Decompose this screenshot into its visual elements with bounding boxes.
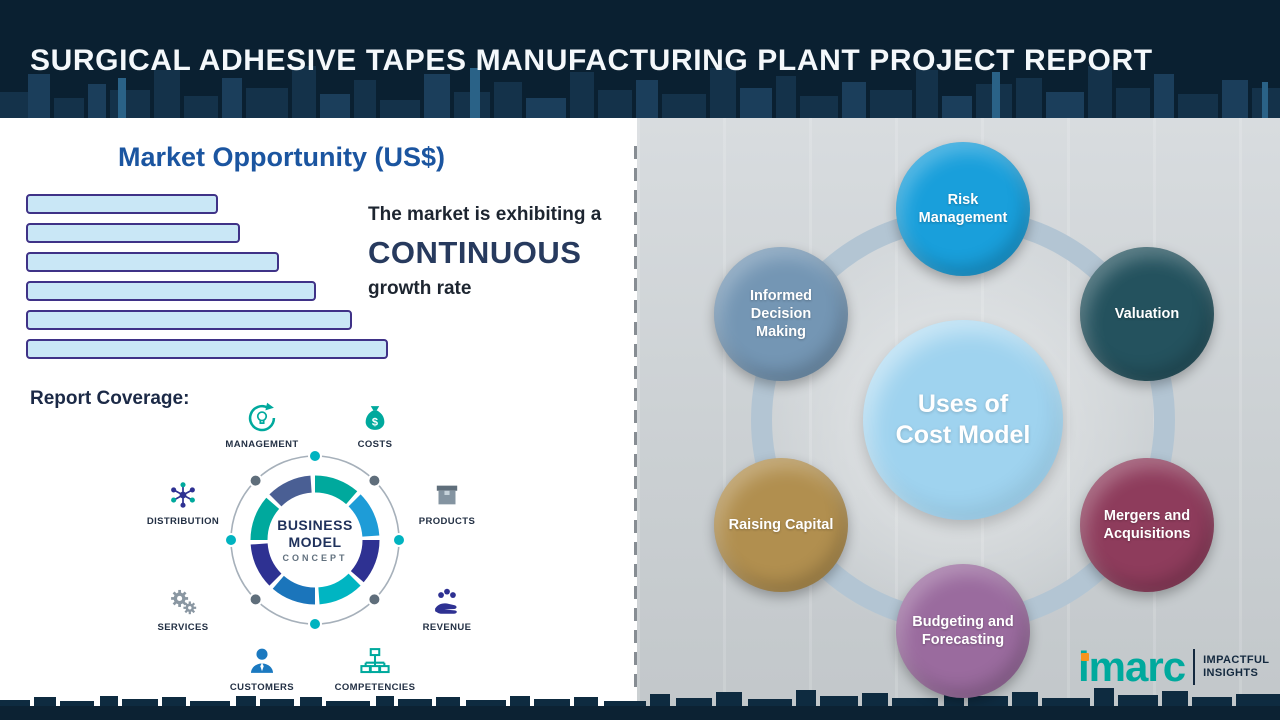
growth-line-3: growth rate <box>368 278 472 299</box>
growth-highlight: CONTINUOUS <box>368 235 582 270</box>
logo-tagline-line-2: INSIGHTS <box>1203 667 1259 679</box>
satellite-budgeting-forecasting: Budgeting and Forecasting <box>896 564 1030 698</box>
network-nodes-icon <box>171 482 195 508</box>
cost-model-center-circle: Uses of Cost Model <box>863 320 1063 520</box>
satellite-label: Mergers and Acquisitions <box>1103 507 1191 542</box>
coverage-item-label: REVENUE <box>422 622 472 633</box>
imarc-brand-wrap: imarc <box>1078 643 1186 690</box>
report-coverage-label: Report Coverage: <box>30 388 190 409</box>
satellite-mergers-acquisitions: Mergers and Acquisitions <box>1080 458 1214 592</box>
satellite-label: Budgeting and Forecasting <box>912 613 1014 648</box>
imarc-logo: imarc IMPACTFUL INSIGHTS <box>1078 646 1269 688</box>
header-band: SURGICAL ADHESIVE TAPES MANUFACTURING PL… <box>0 0 1280 118</box>
market-bar <box>26 223 240 243</box>
growth-text-block: The market is exhibiting a CONTINUOUS gr… <box>368 204 630 300</box>
coverage-item-customers: CUSTOMERS <box>217 644 307 693</box>
growth-line-1: The market is exhibiting a <box>368 204 602 225</box>
market-bar <box>26 310 352 330</box>
market-bar <box>26 281 316 301</box>
package-box-icon <box>436 485 458 505</box>
coverage-item-label: COMPETENCIES <box>334 682 416 693</box>
business-model-ring <box>224 449 406 631</box>
business-model-center-text: BUSINESS MODEL CONCEPT <box>225 450 405 630</box>
satellite-label: Informed Decision Making <box>749 287 813 341</box>
market-bar-chart <box>26 194 388 359</box>
coverage-item-competencies: COMPETENCIES <box>330 644 420 693</box>
page-title: SURGICAL ADHESIVE TAPES MANUFACTURING PL… <box>30 44 1153 77</box>
satellite-label: Valuation <box>1114 305 1180 322</box>
coverage-item-label: MANAGEMENT <box>225 439 299 450</box>
coverage-item-products: PRODUCTS <box>402 478 492 527</box>
satellite-valuation: Valuation <box>1080 247 1214 381</box>
logo-divider <box>1193 649 1196 685</box>
city-skyline-top <box>0 66 1280 118</box>
bm-center-line-2: MODEL <box>288 533 342 550</box>
imarc-orange-accent <box>1081 653 1089 661</box>
coverage-item-revenue: REVENUE <box>402 584 492 633</box>
gears-icon <box>171 589 197 615</box>
coverage-item-costs: $ COSTS <box>330 401 420 450</box>
bottom-band <box>0 706 1280 720</box>
org-chart-icon <box>360 648 390 674</box>
coverage-item-label: COSTS <box>357 439 393 450</box>
center-circle-line-1: Uses of <box>917 389 1009 418</box>
svg-text:$: $ <box>372 417 378 429</box>
imarc-brand-text: imarc <box>1078 643 1186 690</box>
satellite-raising-capital: Raising Capital <box>714 458 848 592</box>
bm-center-line-1: BUSINESS <box>277 517 353 534</box>
business-model-diagram: BUSINESS MODEL CONCEPT <box>224 449 406 631</box>
market-bar <box>26 339 388 359</box>
person-icon <box>250 648 274 673</box>
logo-tagline: IMPACTFUL INSIGHTS <box>1203 654 1269 679</box>
coverage-item-services: SERVICES <box>138 584 228 633</box>
hand-coins-icon <box>435 588 457 614</box>
money-bag-icon: $ <box>365 406 385 430</box>
satellite-risk-management: Risk Management <box>896 142 1030 276</box>
coverage-item-label: DISTRIBUTION <box>146 516 220 527</box>
dashed-divider <box>634 146 637 694</box>
satellite-informed-decision-making: Informed Decision Making <box>714 247 848 381</box>
logo-tagline-line-1: IMPACTFUL <box>1203 654 1270 667</box>
market-bar <box>26 194 218 214</box>
satellite-label: Raising Capital <box>728 516 834 533</box>
center-circle-line-2: Cost Model <box>895 421 1031 449</box>
market-bar <box>26 252 280 272</box>
recycle-idea-icon <box>248 402 276 432</box>
coverage-item-label: SERVICES <box>157 622 209 633</box>
market-opportunity-title: Market Opportunity (US$) <box>118 142 446 172</box>
coverage-item-label: PRODUCTS <box>418 516 476 527</box>
coverage-item-label: CUSTOMERS <box>229 682 295 693</box>
bm-center-line-3: CONCEPT <box>282 552 348 563</box>
left-panel: Market Opportunity (US$) The market is e… <box>0 118 637 720</box>
right-panel: Uses of Cost Model Risk Management Valua… <box>637 118 1280 720</box>
coverage-item-distribution: DISTRIBUTION <box>138 478 228 527</box>
satellite-label: Risk Management <box>918 191 1008 226</box>
coverage-item-management: MANAGEMENT <box>217 401 307 450</box>
